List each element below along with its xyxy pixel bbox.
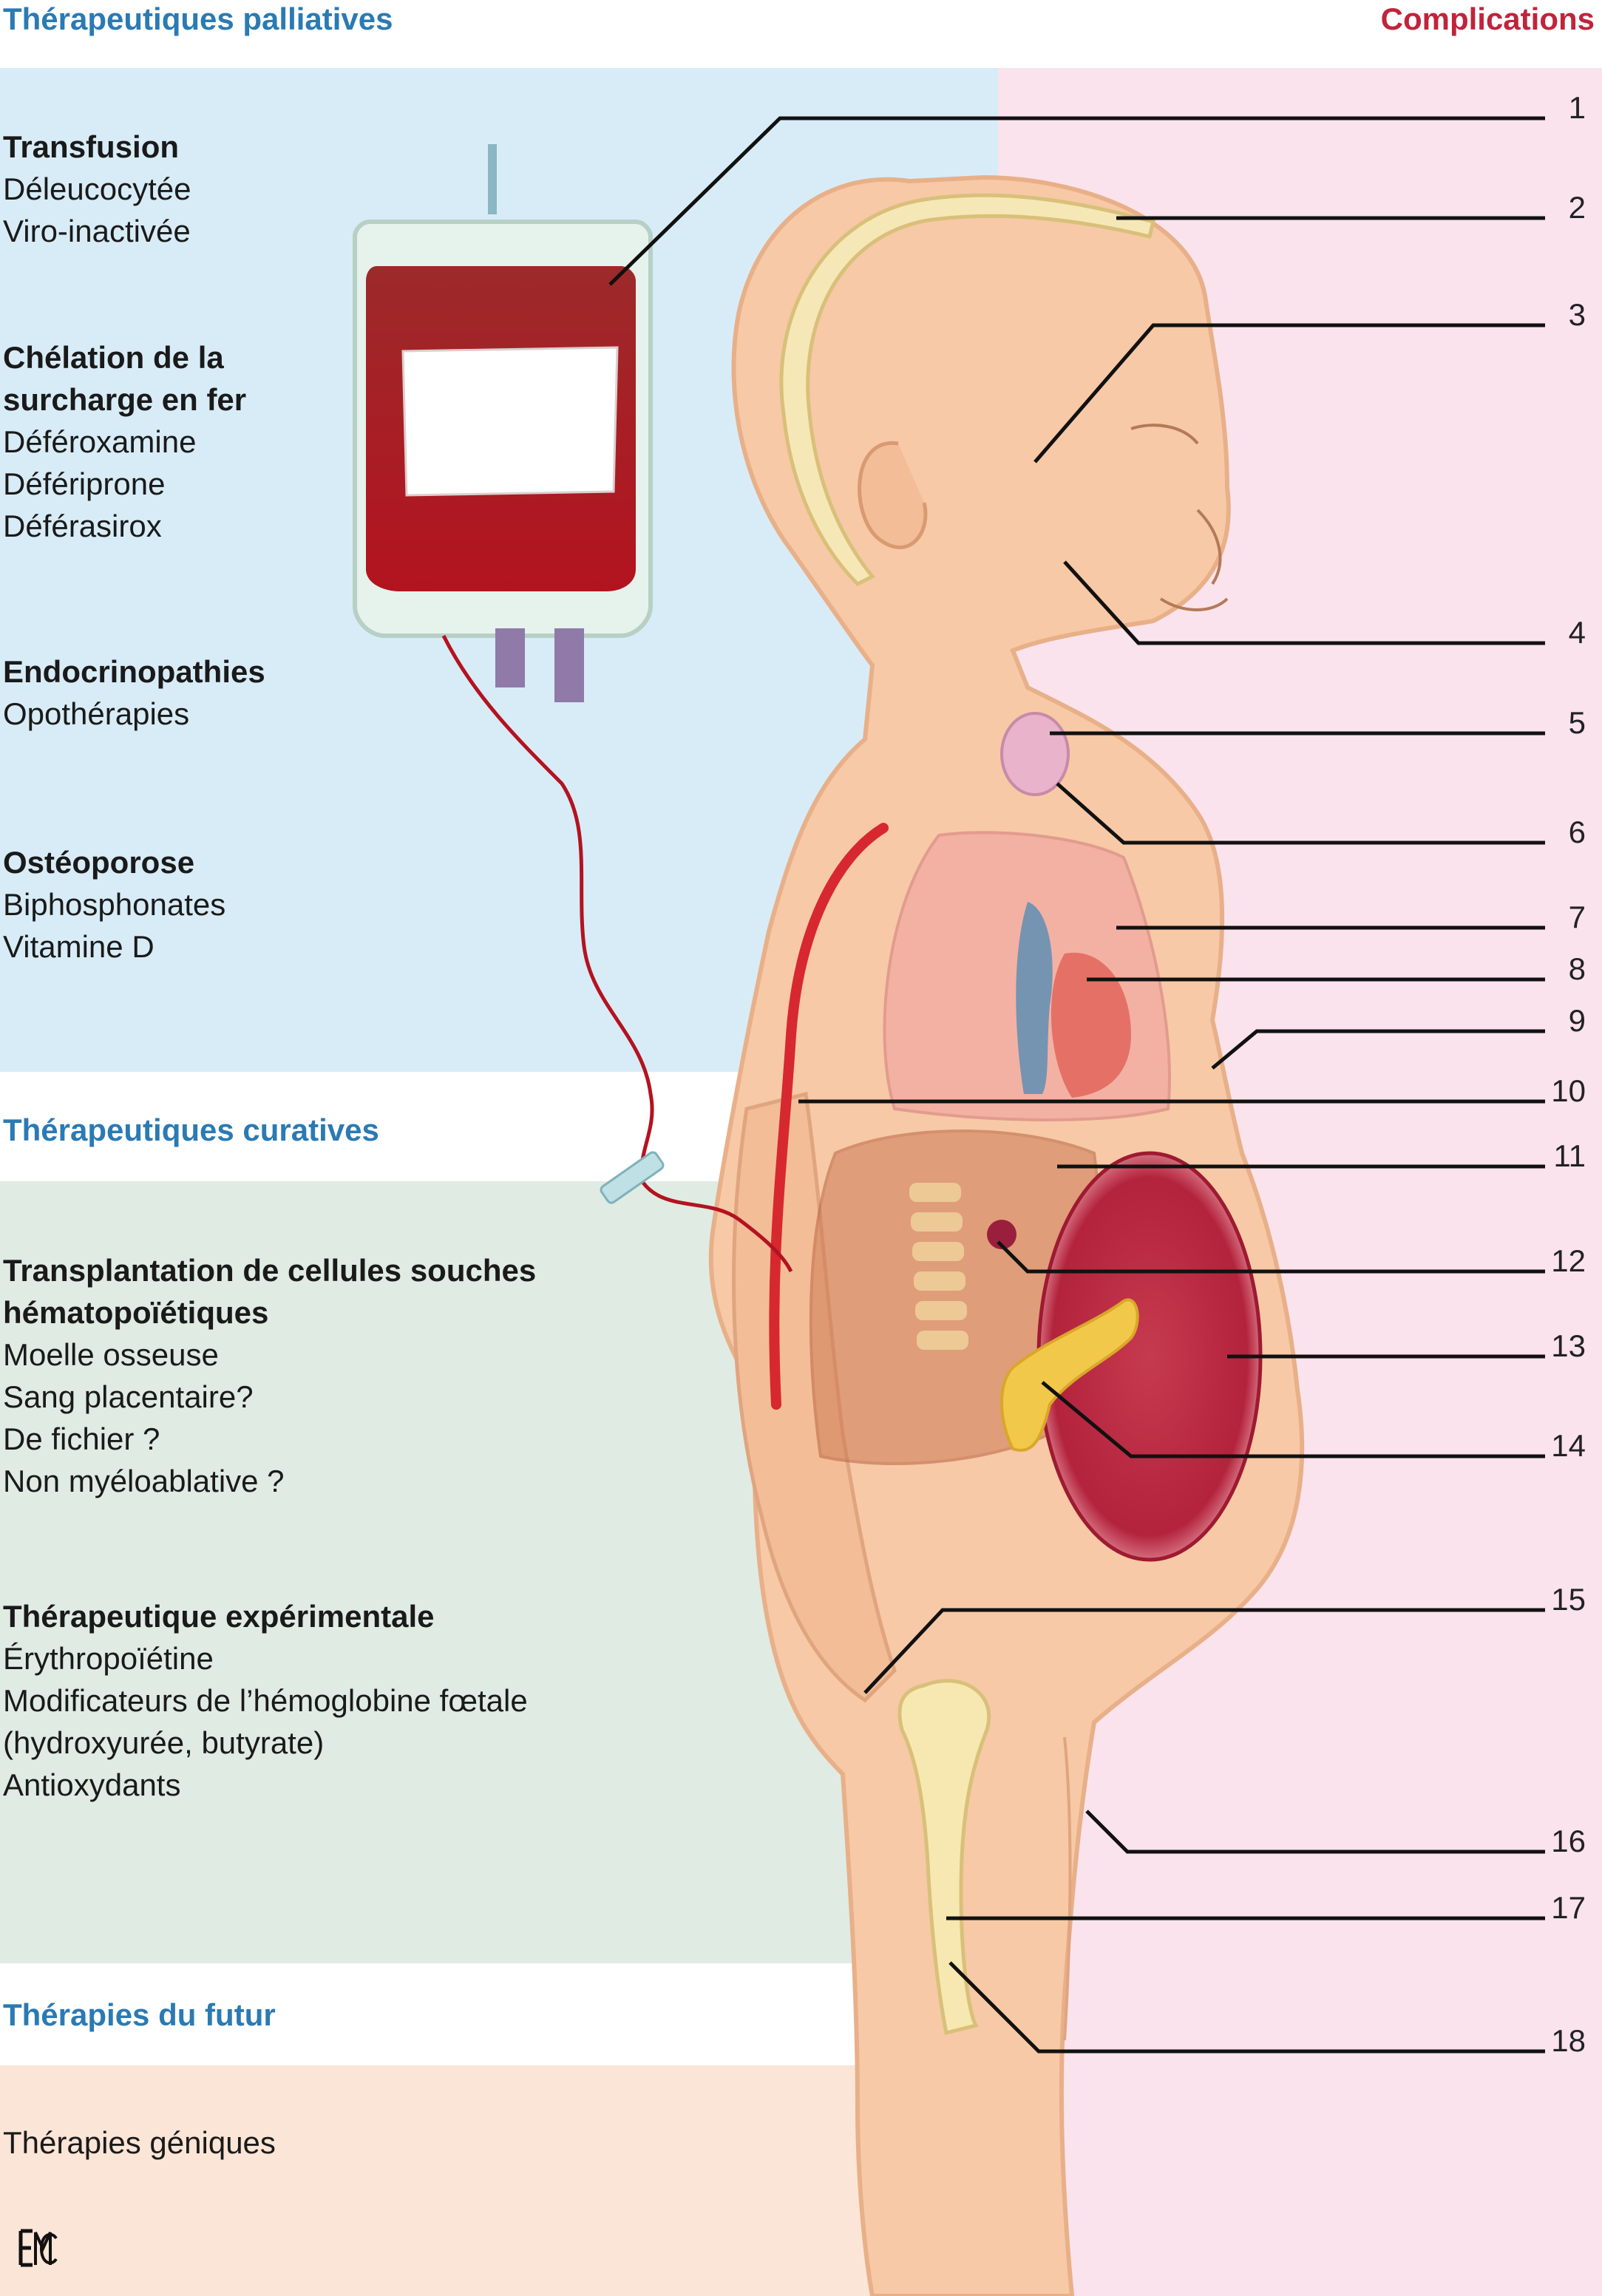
callout-number-1: 1 <box>1568 90 1586 125</box>
callout-number-12: 12 <box>1551 1243 1586 1278</box>
callout-number-18: 18 <box>1551 2023 1586 2058</box>
block-item: Modificateurs de l’hémoglobine fœtale <box>3 1683 528 1718</box>
callout-number-16: 16 <box>1551 1824 1586 1858</box>
block-item: Érythropoïétine <box>3 1641 214 1676</box>
block-item: Non myéloablative ? <box>3 1464 285 1498</box>
curative-section-title: Thérapeutiques curatives <box>3 1113 379 1147</box>
palliative-section-title: Thérapeutiques palliatives <box>3 1 393 36</box>
block-item: Déférasirox <box>3 509 162 543</box>
callout-number-11: 11 <box>1553 1138 1586 1173</box>
callout-number-6: 6 <box>1568 815 1586 849</box>
block-item: Thérapies géniques <box>3 2125 276 2160</box>
complications-panel <box>998 68 1602 2296</box>
block-item: Vitamine D <box>3 929 155 964</box>
block-item: Déleucocytée <box>3 171 191 206</box>
block-heading: Transplantation de cellules souches <box>3 1253 537 1288</box>
callout-number-4: 4 <box>1568 615 1586 650</box>
callout-number-9: 9 <box>1568 1003 1586 1038</box>
osteoporose-block: Ostéoporose Biphosphonates Vitamine D <box>3 841 225 968</box>
callout-number-7: 7 <box>1568 900 1586 934</box>
block-heading: hématopoïétiques <box>3 1295 269 1330</box>
block-heading: Endocrinopathies <box>3 654 265 689</box>
future-section-title: Thérapies du futur <box>3 1997 276 2032</box>
block-item: De fichier ? <box>3 1422 160 1456</box>
block-heading: Thérapeutique expérimentale <box>3 1599 435 1634</box>
block-item: Antioxydants <box>3 1767 181 1802</box>
block-heading: surcharge en fer <box>3 382 247 417</box>
gene-therapy-block: Thérapies géniques <box>3 2122 276 2164</box>
block-item: Opothérapies <box>3 696 190 731</box>
transfusion-block: Transfusion Déleucocytée Viro-inactivée <box>3 126 191 252</box>
block-heading: Chélation de la <box>3 340 224 375</box>
callout-number-5: 5 <box>1568 705 1586 740</box>
emc-logo-icon <box>18 2229 58 2267</box>
future-panel <box>0 2065 998 2296</box>
complications-section-title: Complications <box>1380 1 1595 36</box>
callout-number-14: 14 <box>1551 1428 1586 1463</box>
callout-number-13: 13 <box>1551 1328 1586 1363</box>
callout-number-2: 2 <box>1568 190 1586 225</box>
endocrinopathies-block: Endocrinopathies Opothérapies <box>3 651 265 735</box>
block-item: Viro-inactivée <box>3 214 191 248</box>
block-item: (hydroxyurée, butyrate) <box>3 1725 325 1760</box>
callout-number-8: 8 <box>1568 951 1586 986</box>
chelation-block: Chélation de la surcharge en fer Déférox… <box>3 336 246 547</box>
block-heading: Ostéoporose <box>3 845 195 880</box>
callout-number-17: 17 <box>1551 1890 1586 1925</box>
block-heading: Transfusion <box>3 129 180 164</box>
block-item: Sang placentaire? <box>3 1379 254 1414</box>
experimental-therapy-block: Thérapeutique expérimentale Érythropoïét… <box>3 1595 528 1806</box>
block-item: Défériprone <box>3 466 166 501</box>
block-item: Moelle osseuse <box>3 1337 219 1372</box>
callout-number-3: 3 <box>1568 297 1586 332</box>
callout-number-10: 10 <box>1551 1073 1586 1108</box>
transplantation-block: Transplantation de cellules souches héma… <box>3 1249 536 1502</box>
block-item: Déféroxamine <box>3 424 197 459</box>
block-item: Biphosphonates <box>3 887 226 922</box>
callout-number-15: 15 <box>1551 1582 1586 1617</box>
